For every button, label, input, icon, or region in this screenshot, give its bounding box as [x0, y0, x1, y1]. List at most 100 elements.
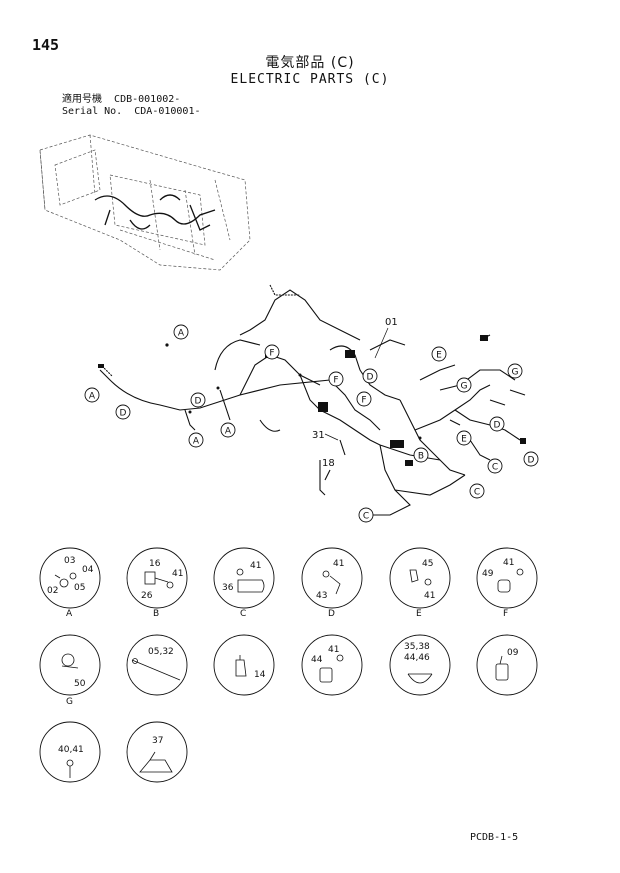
bubble-A: A: [188, 432, 204, 448]
title-japanese: 電気部品 (C): [265, 55, 355, 71]
svg-text:16: 16: [149, 559, 161, 569]
detail-N: 37: [126, 721, 188, 783]
harness-connectors: [98, 335, 526, 466]
callout-01: 01: [385, 317, 398, 328]
svg-text:D: D: [494, 421, 501, 431]
svg-text:26: 26: [141, 591, 153, 601]
serial-value: CDA-010001-: [134, 106, 201, 117]
machine-harness-highlight: [94, 194, 216, 231]
svg-text:A: A: [178, 329, 185, 339]
svg-text:41: 41: [328, 645, 339, 655]
detail-F: 41 49 F: [476, 547, 538, 619]
svg-text:44,46: 44,46: [404, 653, 430, 663]
svg-text:05,32: 05,32: [148, 647, 174, 657]
detail-M: 40,41: [39, 721, 101, 783]
svg-text:D: D: [367, 373, 374, 383]
svg-text:D: D: [195, 397, 202, 407]
svg-text:C: C: [240, 609, 246, 619]
detail-A: 03 04 02 05 A: [39, 547, 101, 619]
svg-text:41: 41: [172, 569, 183, 579]
machine-locator-sketch: [39, 134, 251, 271]
svg-text:A: A: [89, 392, 96, 402]
detail-G: 50 G: [39, 634, 101, 707]
bubble-D: D: [523, 451, 539, 467]
detail-K: 35,38 44,46: [389, 634, 451, 696]
bubble-B: B: [413, 447, 429, 463]
serial-label: 適用号機: [62, 94, 102, 105]
svg-text:G: G: [66, 697, 73, 707]
svg-text:36: 36: [222, 583, 234, 593]
bubble-G: G: [456, 377, 472, 393]
svg-text:45: 45: [422, 559, 433, 569]
detail-H: 05,32: [126, 634, 188, 696]
svg-text:09: 09: [507, 648, 519, 658]
bubble-F: F: [264, 344, 280, 360]
svg-text:40,41: 40,41: [58, 745, 84, 755]
detail-E: 45 41 E: [389, 547, 451, 619]
svg-text:C: C: [492, 463, 498, 473]
detail-D: 41 43 D: [301, 547, 363, 619]
bubble-A: A: [173, 324, 189, 340]
detail-J: 41 44: [301, 634, 363, 696]
bubble-D: D: [489, 416, 505, 432]
svg-text:41: 41: [503, 558, 514, 568]
bubble-C: C: [487, 458, 503, 474]
svg-text:03: 03: [64, 556, 75, 566]
svg-text:D: D: [528, 456, 535, 466]
svg-text:50: 50: [74, 679, 86, 689]
bubble-D: D: [362, 368, 378, 384]
svg-text:F: F: [269, 349, 274, 359]
callout-31: 31: [312, 430, 325, 441]
detail-I: 14: [213, 634, 275, 696]
svg-text:F: F: [503, 609, 508, 619]
svg-text:37: 37: [152, 736, 163, 746]
svg-text:A: A: [225, 427, 232, 437]
callout-18: 18: [322, 458, 335, 469]
bubble-F: F: [356, 391, 372, 407]
serial-row-2: Serial No. CDA-010001-: [62, 106, 201, 118]
svg-text:49: 49: [482, 569, 494, 579]
svg-text:41: 41: [250, 561, 261, 571]
svg-text:41: 41: [333, 559, 344, 569]
bubble-E: E: [431, 346, 447, 362]
svg-text:14: 14: [254, 670, 266, 680]
svg-text:E: E: [436, 351, 442, 361]
svg-text:D: D: [120, 409, 127, 419]
svg-text:F: F: [361, 396, 366, 406]
detail-L: 09: [476, 634, 538, 696]
svg-text:G: G: [461, 382, 468, 392]
svg-text:05: 05: [74, 583, 85, 593]
svg-text:E: E: [461, 435, 467, 445]
bubble-C: C: [469, 483, 485, 499]
serial-label: Serial No.: [62, 106, 123, 117]
svg-text:B: B: [418, 452, 424, 462]
svg-text:A: A: [66, 609, 73, 619]
title-english: ELECTRIC PARTS (C): [230, 72, 390, 87]
svg-text:B: B: [153, 609, 159, 619]
detail-bubbles: A A A A B C C C D D D D D E E F F F G G: [84, 324, 539, 523]
svg-text:04: 04: [82, 565, 94, 575]
svg-text:G: G: [512, 368, 519, 378]
footer-code: PCDB-1-5: [470, 832, 519, 843]
bubble-F: F: [328, 371, 344, 387]
detail-C: 41 36 C: [213, 547, 275, 619]
svg-text:E: E: [416, 609, 422, 619]
wire-harness: [99, 284, 526, 516]
svg-text:41: 41: [424, 591, 435, 601]
bubble-E: E: [456, 430, 472, 446]
svg-text:F: F: [333, 376, 338, 386]
bubble-G: G: [507, 363, 523, 379]
serial-value: CDB-001002-: [114, 94, 181, 105]
svg-text:35,38: 35,38: [404, 642, 430, 652]
svg-text:44: 44: [311, 655, 323, 665]
svg-text:43: 43: [316, 591, 327, 601]
svg-text:C: C: [474, 488, 480, 498]
svg-text:A: A: [193, 437, 200, 447]
page-number: 145: [32, 36, 60, 54]
detail-B: 16 41 26 B: [126, 547, 188, 619]
bubble-D: D: [115, 404, 131, 420]
bubble-A: A: [220, 422, 236, 438]
detail-circles: 03 04 02 05 A 16 41 26 B 41 36 C 41: [39, 547, 538, 783]
svg-text:C: C: [363, 512, 369, 522]
